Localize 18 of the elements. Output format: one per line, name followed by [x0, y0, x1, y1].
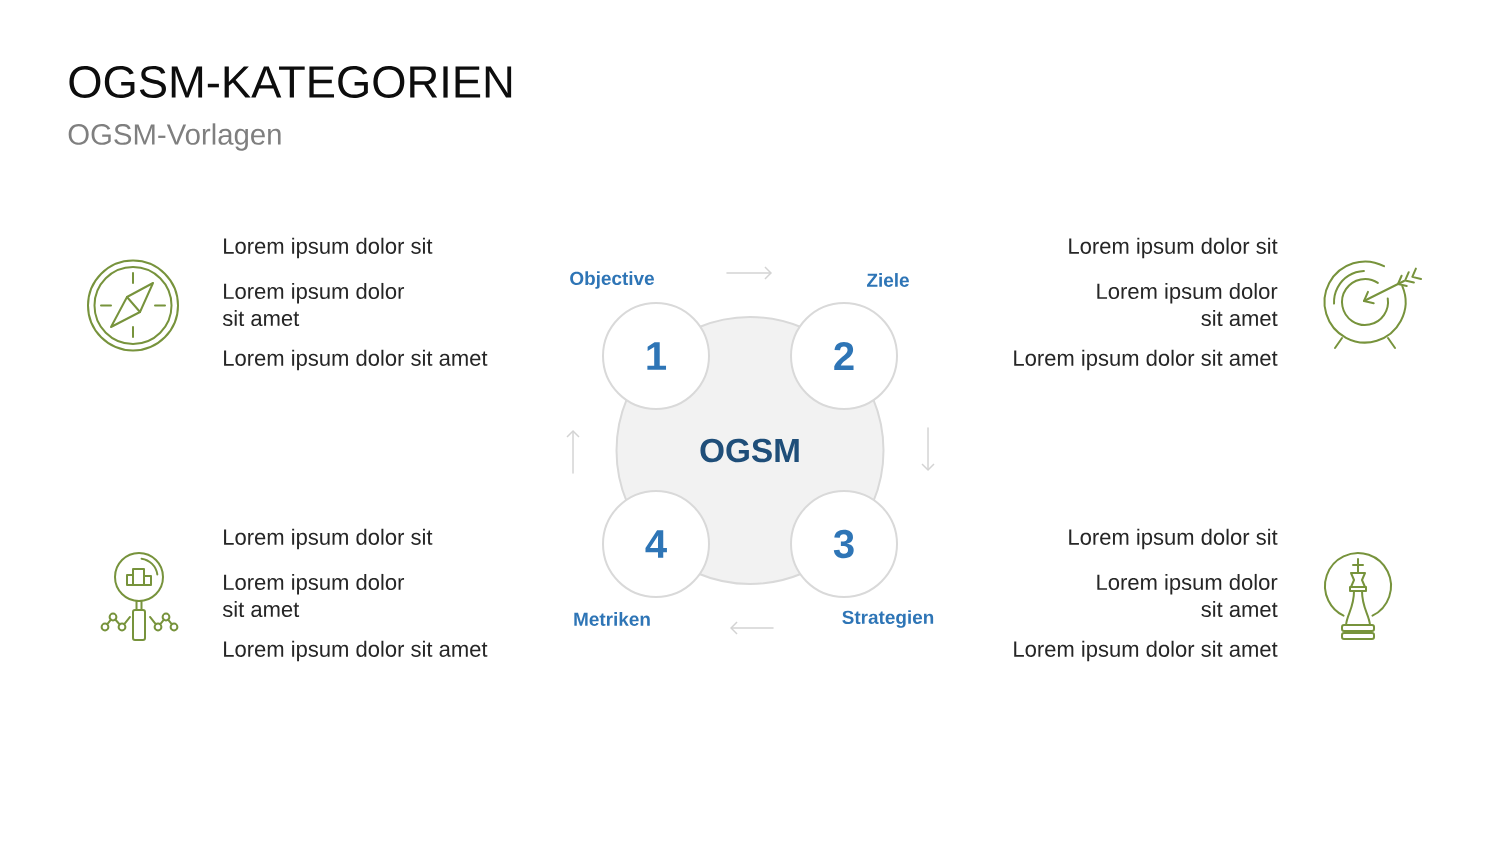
description-text: Lorem ipsum dolor sit [224, 237, 433, 259]
description-text: Lorem ipsum dolor sit [1069, 528, 1278, 550]
step-label: Ziele [867, 273, 909, 287]
description-text: Lorem ipsum dolor sit amet [1014, 349, 1278, 371]
description-text: Lorem ipsum dolor sit [1069, 237, 1278, 259]
description-text: Lorem ipsum dolor sit amet [1097, 282, 1278, 327]
description-text: Lorem ipsum dolor sit amet [1014, 640, 1278, 662]
step-label: Objective [570, 271, 654, 289]
description-text: Lorem ipsum dolor sit [224, 528, 433, 550]
description-text: Lorem ipsum dolor sit amet [224, 349, 488, 371]
subtitle: OGSM-Vorlagen [68, 123, 281, 151]
description-text: Lorem ipsum dolor sit amet [1097, 573, 1278, 618]
description-text: Lorem ipsum dolor sit amet [224, 640, 488, 662]
step-label: Strategien [842, 610, 934, 628]
title: OGSM-KATEGORIEN [69, 65, 512, 99]
step-label: Metriken [574, 612, 650, 626]
description-text: Lorem ipsum dolor sit amet [222, 573, 405, 618]
description-text: Lorem ipsum dolor sit amet [222, 282, 405, 327]
